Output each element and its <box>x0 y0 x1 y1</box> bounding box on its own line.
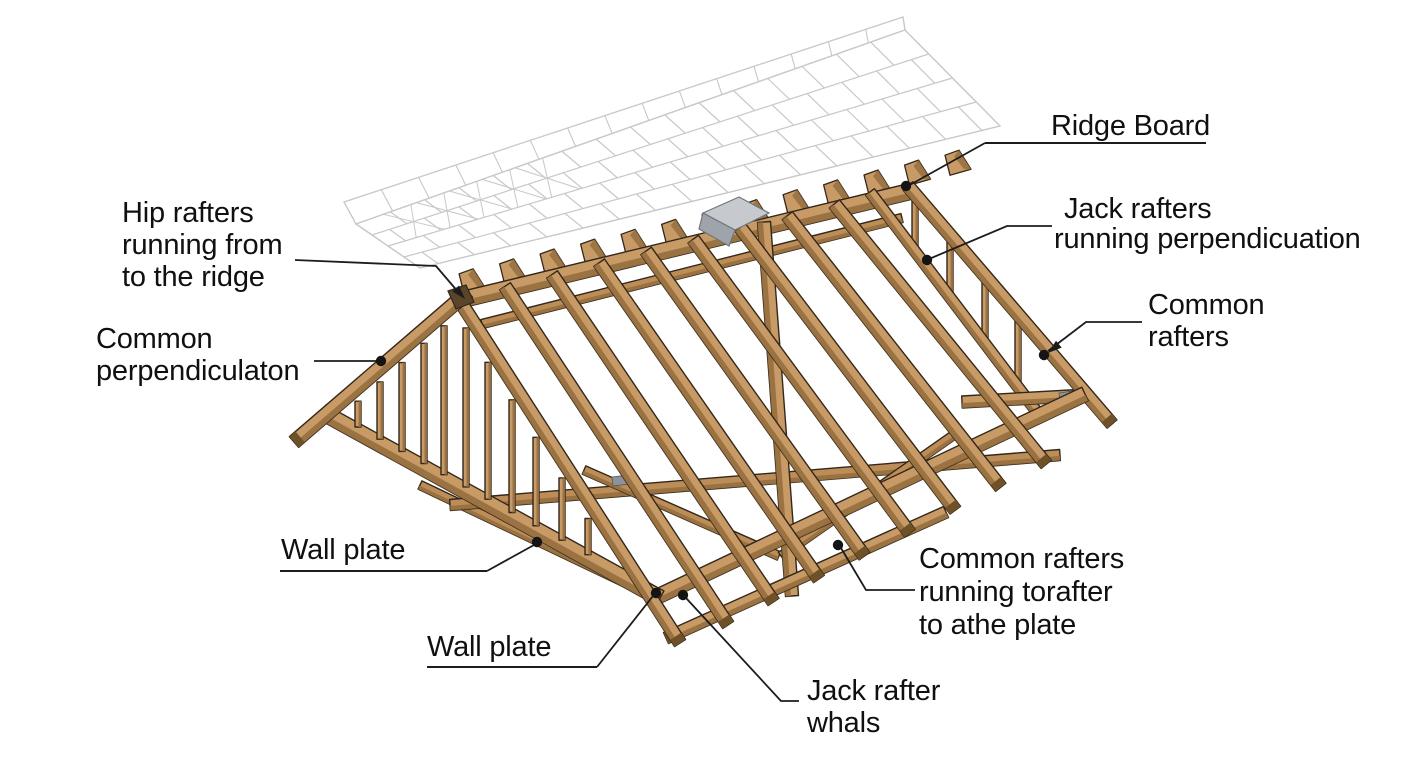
label-ridge-board: Ridge Board <box>1051 110 1211 142</box>
label-common-perpendiculaton-1: Common <box>96 323 213 355</box>
annotation-leaders <box>280 142 1206 702</box>
label-jack-rafters-1: Jack rafters <box>1064 193 1212 225</box>
label-common-rafters-bottom-3: to athe plate <box>919 609 1077 641</box>
label-wall-plate-bottom: Wall plate <box>427 631 552 663</box>
common-rafters-front <box>498 199 1052 630</box>
label-common-rafters-right-1: Common <box>1148 289 1265 321</box>
label-hip-rafters-2: running from <box>122 229 283 261</box>
hip-end-jack-rafters <box>864 181 1118 429</box>
label-hip-rafters-1: Hip rafters <box>122 197 254 229</box>
label-jack-rafter-whals-2: whals <box>807 707 881 739</box>
label-common-perpendiculaton-2: perpendiculaton <box>96 355 300 387</box>
gable-end-left <box>288 284 687 648</box>
label-common-rafters-bottom-1: Common rafters <box>919 543 1125 575</box>
ridge-metal-bracket <box>698 196 771 247</box>
label-jack-rafters-2: running perpendicuation <box>1054 223 1361 255</box>
shingle-overlay-grid <box>343 16 1002 269</box>
label-common-rafters-bottom-2: running torafter <box>919 576 1113 608</box>
label-common-rafters-right-2: rafters <box>1148 321 1229 353</box>
label-wall-plate-left: Wall plate <box>281 534 406 566</box>
label-jack-rafter-whals-1: Jack rafter <box>807 675 941 707</box>
label-hip-rafters-3: to the ridge <box>122 261 265 293</box>
